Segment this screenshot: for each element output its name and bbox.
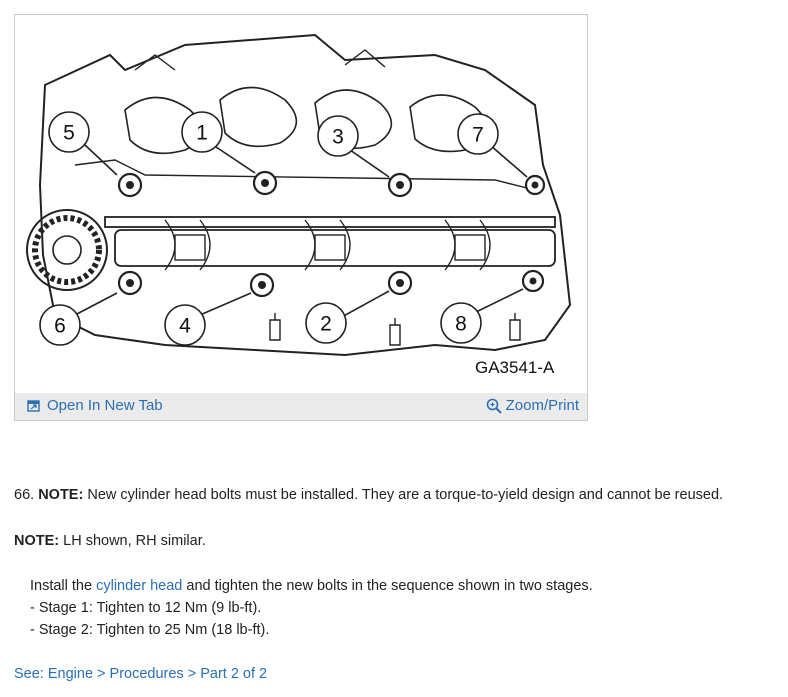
open-tab-icon bbox=[27, 399, 40, 412]
install-instruction: Install the cylinder head and tighten th… bbox=[30, 577, 593, 595]
callout-1: 1 bbox=[196, 122, 208, 145]
callout-7: 7 bbox=[472, 124, 484, 147]
see-engine-procedures-link[interactable]: See: Engine > Procedures > Part 2 of 2 bbox=[14, 666, 268, 682]
figure-toolbar: Open In New Tab Zoom/Print bbox=[15, 393, 587, 420]
zoom-print-label: Zoom/Print bbox=[505, 397, 579, 414]
note-text: New cylinder head bolts must be installe… bbox=[87, 487, 724, 503]
instruction-suffix: and tighten the new bolts in the sequenc… bbox=[186, 578, 593, 594]
zoom-print-link[interactable]: Zoom/Print bbox=[486, 397, 579, 414]
callout-8: 8 bbox=[455, 313, 467, 336]
open-in-new-tab-label: Open In New Tab bbox=[47, 397, 163, 414]
callout-4: 4 bbox=[179, 315, 191, 338]
note-label: NOTE: bbox=[38, 487, 84, 503]
figure-container: 5 1 3 7 6 4 2 8 GA3541-A Open In New Tab bbox=[14, 14, 588, 421]
open-in-new-tab-link[interactable]: Open In New Tab bbox=[27, 397, 163, 414]
stage-2-item: - Stage 2: Tighten to 25 Nm (18 lb-ft). bbox=[30, 622, 270, 638]
magnifier-icon bbox=[486, 398, 502, 414]
figure-code: GA3541-A bbox=[475, 358, 555, 377]
step-66-note: 66. NOTE: New cylinder head bolts must b… bbox=[14, 486, 723, 504]
callout-6: 6 bbox=[54, 315, 66, 338]
callout-3: 3 bbox=[332, 126, 344, 149]
callout-5: 5 bbox=[63, 122, 75, 145]
callout-2: 2 bbox=[320, 313, 332, 336]
second-note: NOTE: LH shown, RH similar. bbox=[14, 532, 206, 550]
note2-label: NOTE: bbox=[14, 533, 60, 549]
step-number: 66. bbox=[14, 487, 35, 503]
stage-1-item: - Stage 1: Tighten to 12 Nm (9 lb-ft). bbox=[30, 600, 262, 616]
instruction-prefix: Install the bbox=[30, 578, 93, 594]
cylinder-head-link[interactable]: cylinder head bbox=[96, 578, 183, 594]
note2-text: LH shown, RH similar. bbox=[63, 533, 206, 549]
cylinder-head-diagram: 5 1 3 7 6 4 2 8 GA3541-A bbox=[26, 33, 572, 377]
